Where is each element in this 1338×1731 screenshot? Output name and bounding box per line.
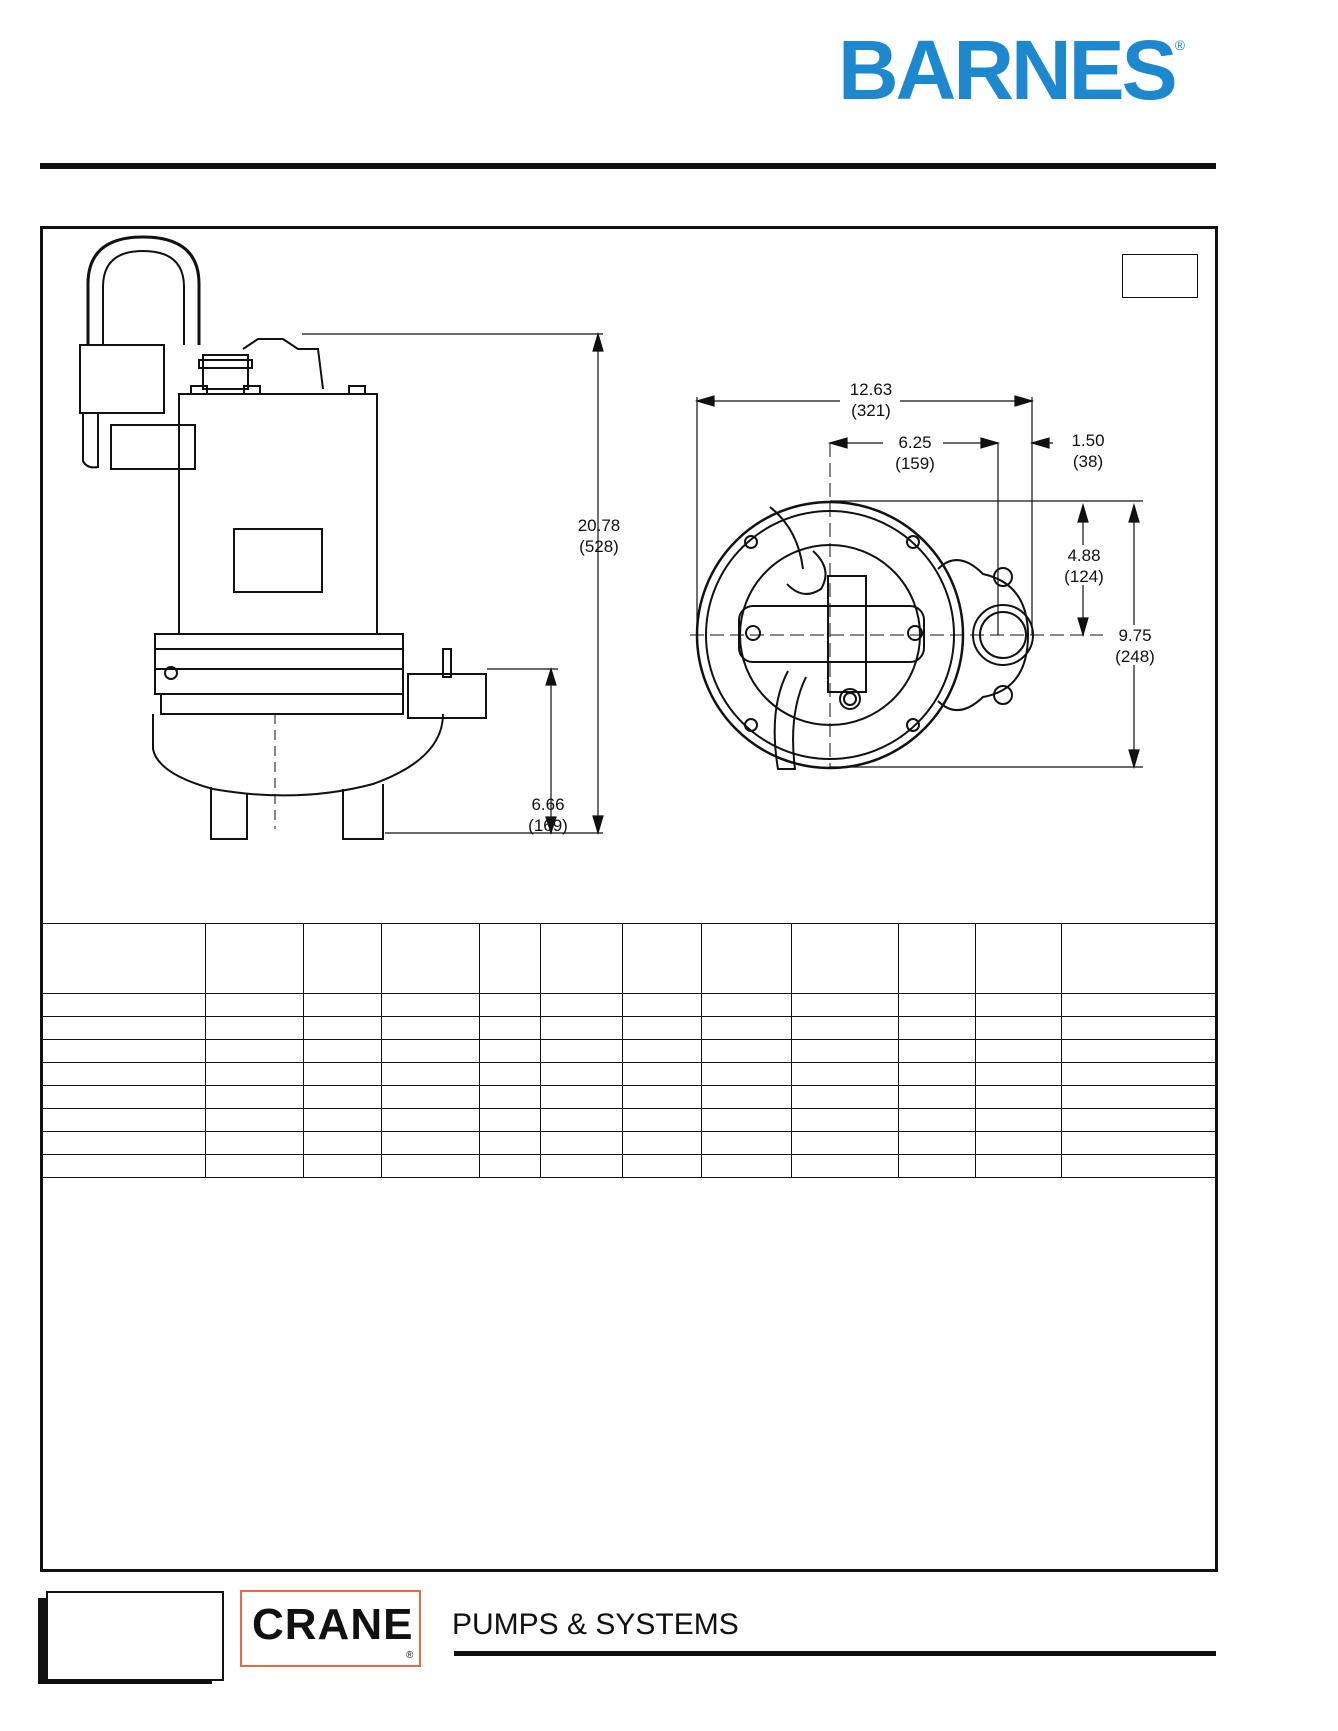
- overall-depth-mm: (248): [1115, 647, 1155, 666]
- barnes-registered-mark: ®: [1174, 37, 1186, 53]
- overall-depth-inch: 9.75: [1118, 626, 1151, 645]
- crane-logo-text: CRANE: [252, 1600, 414, 1649]
- overall-height-mm: (528): [579, 537, 619, 556]
- pump-dimension-drawing: 20.78 (528) 6.66 (169): [79, 235, 1161, 840]
- discharge-offset-mm: (38): [1073, 452, 1103, 471]
- discharge-height-mm: (169): [528, 816, 568, 835]
- table-row: [43, 1085, 1215, 1109]
- center-to-discharge-mm: (159): [895, 454, 935, 473]
- center-to-flange-mm: (124): [1064, 567, 1104, 586]
- barnes-logo-text: BARNES: [838, 23, 1178, 117]
- table-row: [43, 1039, 1215, 1063]
- page-tag-box: [1122, 254, 1198, 298]
- crane-registered-mark: ®: [406, 1650, 414, 1661]
- center-to-discharge-inch: 6.25: [898, 433, 931, 452]
- header-rule: [40, 163, 1216, 169]
- overall-height-inch: 20.78: [578, 516, 621, 535]
- footer-page-box: [46, 1591, 224, 1681]
- overall-width-mm: (321): [851, 401, 891, 420]
- pump-side-view: [79, 235, 487, 840]
- discharge-offset-inch: 1.50: [1071, 431, 1104, 450]
- overall-width-inch: 12.63: [850, 380, 893, 399]
- barnes-logo: BARNES®: [838, 28, 1185, 112]
- table-row: [43, 1016, 1215, 1040]
- spec-sheet-frame: [40, 226, 1218, 1572]
- division-name: PUMPS & SYSTEMS: [452, 1608, 739, 1641]
- center-to-flange-inch: 4.88: [1067, 546, 1100, 565]
- discharge-height-inch: 6.66: [531, 795, 564, 814]
- table-header-row: [43, 923, 1215, 994]
- footer-rule: [454, 1651, 1216, 1656]
- table-row: [43, 1108, 1215, 1132]
- crane-logo-box: [240, 1590, 421, 1667]
- table-row: [43, 1062, 1215, 1086]
- table-row: [43, 1131, 1215, 1155]
- specification-table: [43, 923, 1215, 1178]
- table-row: [43, 993, 1215, 1017]
- table-row: [43, 1154, 1215, 1178]
